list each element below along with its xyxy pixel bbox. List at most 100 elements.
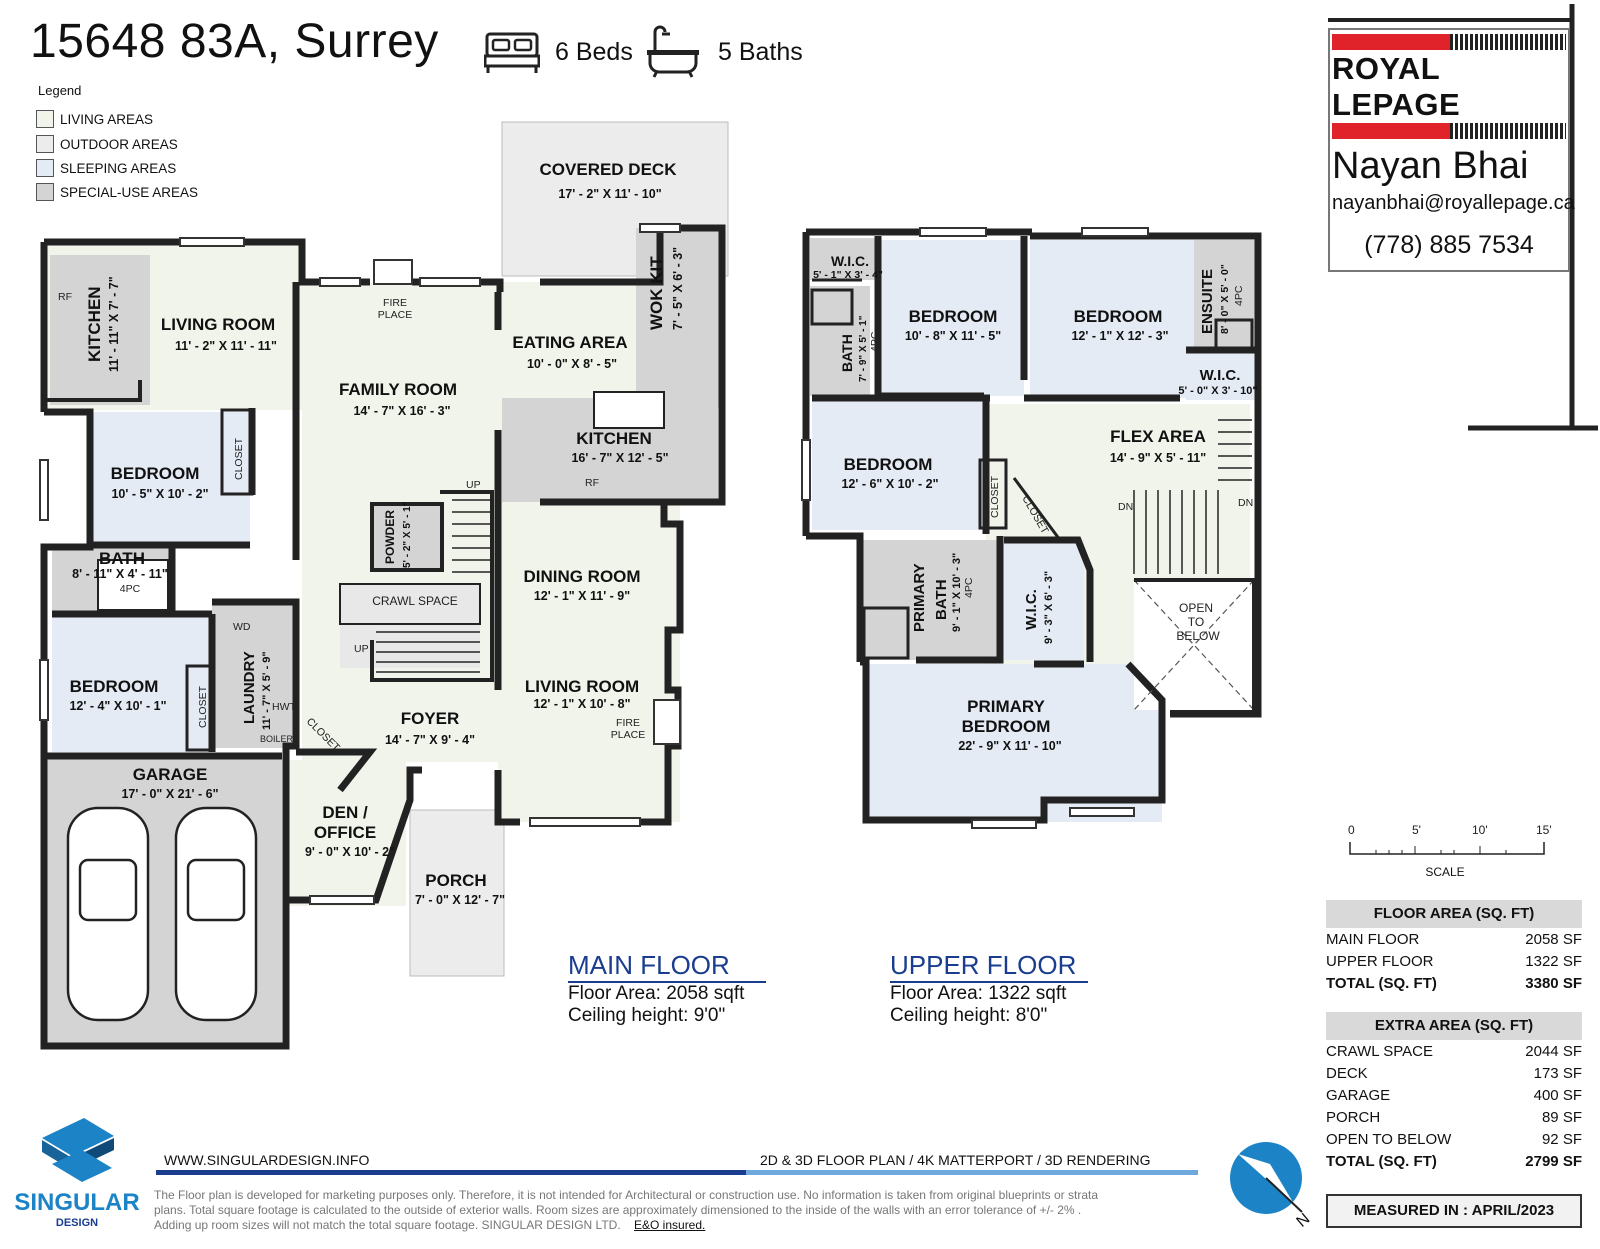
legend-item-sleeping: SLEEPING AREAS — [36, 159, 176, 177]
main-floor-info: MAIN FLOOR Floor Area: 2058 sqft Ceiling… — [568, 950, 766, 1027]
dim-eating-area: 10' - 0" X 8' - 5" — [527, 357, 617, 371]
room-bedroom-upper-3: BEDROOM — [844, 455, 933, 474]
label-crawl-space: CRAWL SPACE — [372, 594, 458, 608]
legend-label: OUTDOOR AREAS — [60, 136, 178, 152]
dim-porch: 7' - 0" X 12' - 7" — [415, 893, 505, 907]
room-dining-room: DINING ROOM — [523, 567, 640, 586]
main-floor-ceiling: Ceiling height: 9'0" — [568, 1005, 726, 1026]
room-kitchen-2: KITCHEN — [576, 429, 652, 448]
label-fireplace-1a: FIRE — [383, 297, 407, 309]
upper-floor-title: UPPER FLOOR — [890, 950, 1077, 980]
room-primary-bath-l2: BATH — [933, 579, 950, 620]
dim-laundry: 11' - 7" X 5' - 9" — [261, 651, 273, 730]
dim-primary-bedroom: 22' - 9" X 11' - 10" — [958, 739, 1061, 753]
note-bath-upper: 4PC — [869, 331, 881, 352]
table-row-total: TOTAL (SQ. FT)3380 SF — [1326, 974, 1582, 992]
dim-wic-3: 9' - 3" X 6' - 3" — [1043, 571, 1055, 644]
dim-garage: 17' - 0" X 21' - 6" — [121, 787, 218, 801]
logo-text-1: SINGULAR — [14, 1189, 140, 1216]
label-up-1: UP — [466, 479, 481, 491]
dim-flex-area: 14' - 9" X 5' - 11" — [1110, 451, 1206, 465]
footer-bar-right — [746, 1170, 1198, 1175]
floor-area-title: FLOOR AREA (SQ. FT) — [1326, 900, 1582, 928]
note-primary-bath: 4PC — [963, 577, 975, 598]
room-kitchen-1: KITCHEN — [85, 286, 104, 362]
label-boiler: BOILER — [260, 734, 294, 744]
room-living-room-1: LIVING ROOM — [161, 315, 275, 334]
agent-email[interactable]: nayanbhai@royallepage.ca — [1332, 192, 1575, 214]
dim-ensuite: 8' - 0" X 5' - 0" — [1219, 264, 1231, 334]
main-floor-area: Floor Area: 2058 sqft — [568, 983, 745, 1004]
room-foyer: FOYER — [401, 709, 460, 728]
room-powder: POWDER — [383, 510, 397, 564]
services-text: 2D & 3D FLOOR PLAN / 4K MATTERPORT / 3D … — [760, 1152, 1151, 1168]
dim-bedroom-2: 12' - 4" X 10' - 1" — [69, 699, 166, 713]
agent-name: Nayan Bhai — [1332, 145, 1529, 187]
room-wok-kit: WOK KIT — [647, 256, 666, 330]
scale-bar: 0 5' 10' 15' SCALE — [1340, 820, 1560, 890]
scale-tick-0: 0 — [1348, 823, 1355, 837]
dim-living-room-2: 12' - 1" X 10' - 8" — [533, 697, 630, 711]
beds-count: 6 Beds — [555, 38, 633, 66]
bathtub-icon — [645, 24, 701, 78]
website-link[interactable]: WWW.SINGULARDESIGN.INFO — [164, 1152, 370, 1168]
note-ensuite: 4PC — [1233, 285, 1245, 306]
room-den-l2: OFFICE — [314, 823, 376, 842]
room-living-room-2: LIVING ROOM — [525, 677, 639, 696]
label-wd: WD — [233, 621, 251, 633]
label-closet-1: CLOSET — [233, 437, 245, 480]
room-porch: PORCH — [425, 871, 486, 890]
room-bedroom-upper-1: BEDROOM — [909, 307, 998, 326]
sign-red-bar-bottom — [1332, 123, 1566, 139]
dim-wok-kit: 7' - 5" X 6' - 3" — [671, 247, 685, 330]
dim-bath: 8' - 11" X 4' - 11" — [72, 567, 168, 581]
scale-tick-5: 5' — [1412, 823, 1421, 837]
disclaimer: The Floor plan is developed for marketin… — [154, 1188, 1204, 1233]
label-up-2: UP — [354, 643, 369, 655]
disclaimer-line-1: The Floor plan is developed for marketin… — [154, 1188, 1099, 1202]
legend-swatch — [36, 110, 54, 128]
room-bath-upper: BATH — [839, 334, 855, 372]
footer-bar-left — [156, 1170, 746, 1175]
dim-wic-1: 5' - 1" X 3' - 4" — [813, 269, 883, 281]
label-dn-2: DN — [1238, 497, 1253, 509]
room-den-l1: DEN / — [322, 803, 368, 822]
room-garage: GARAGE — [133, 765, 208, 784]
main-stairs — [376, 499, 492, 673]
room-family-room: FAMILY ROOM — [339, 380, 457, 399]
scale-tick-15: 15' — [1536, 823, 1552, 837]
upper-floor-underline — [890, 981, 1088, 983]
room-wic-1: W.I.C. — [831, 253, 869, 269]
north-compass: N — [1226, 1134, 1316, 1234]
disclaimer-line-3: Adding up room sizes will not match the … — [154, 1218, 706, 1232]
legend-item-special: SPECIAL-USE AREAS — [36, 183, 198, 201]
bed-icon — [483, 30, 541, 74]
legend-item-living: LIVING AREAS — [36, 110, 153, 128]
room-bedroom-2: BEDROOM — [70, 677, 159, 696]
room-primary-bath-l1: PRIMARY — [911, 563, 928, 632]
upper-floor-ceiling: Ceiling height: 8'0" — [890, 1005, 1048, 1026]
property-address: 15648 83A, Surrey — [30, 15, 439, 68]
car-icon — [66, 806, 258, 1022]
legend-label: SPECIAL-USE AREAS — [60, 184, 199, 200]
agent-phone[interactable]: (778) 885 7534 — [1364, 231, 1534, 259]
room-flex-area: FLEX AREA — [1110, 427, 1206, 446]
dim-foyer: 14' - 7" X 9' - 4" — [385, 733, 475, 747]
dim-covered-deck: 17' - 2" X 11' - 10" — [558, 187, 661, 201]
label-closet-upper-1: CLOSET — [989, 475, 1001, 518]
logo-text-2: DESIGN — [55, 1217, 99, 1229]
room-wic-3: W.I.C. — [1023, 589, 1040, 630]
room-covered-deck: COVERED DECK — [540, 160, 678, 179]
disclaimer-line-2: plans. Total square footage is calculate… — [154, 1203, 1082, 1217]
room-ensuite: ENSUITE — [1199, 269, 1216, 334]
baths-count: 5 Baths — [718, 38, 803, 66]
upper-floor-info: UPPER FLOOR Floor Area: 1322 sqft Ceilin… — [890, 950, 1088, 1027]
room-primary-bedroom-l1: PRIMARY — [967, 697, 1045, 716]
legend-label: LIVING AREAS — [60, 111, 154, 127]
